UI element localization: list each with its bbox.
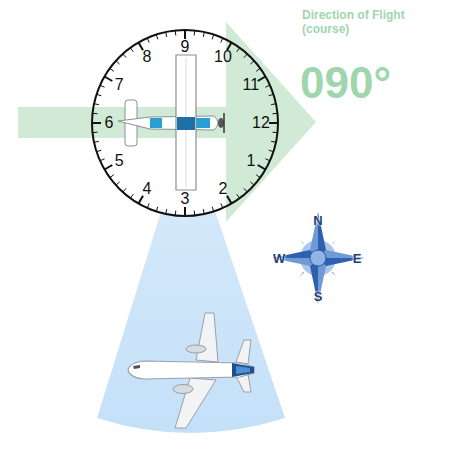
clock-number: 1 bbox=[246, 152, 255, 170]
clock-tick bbox=[94, 141, 99, 142]
clock-tick bbox=[130, 194, 133, 198]
clock-tick bbox=[256, 68, 260, 71]
clock-number: 3 bbox=[181, 190, 190, 208]
clock-tick bbox=[212, 35, 214, 40]
clock-tick bbox=[92, 122, 101, 124]
course-value: 090° bbox=[300, 58, 391, 108]
clock-tick bbox=[130, 48, 133, 52]
compass-letter: S bbox=[314, 289, 323, 304]
clock-tick bbox=[110, 175, 114, 178]
clock-tick bbox=[156, 35, 158, 40]
course-arrow bbox=[18, 22, 316, 222]
clock-number: 12 bbox=[252, 114, 270, 132]
clock-tick bbox=[123, 188, 126, 192]
clock-tick bbox=[203, 209, 204, 214]
clock-tick bbox=[147, 203, 149, 208]
clock-tick bbox=[273, 113, 278, 115]
clock-tick bbox=[100, 159, 105, 161]
clock-tick bbox=[221, 38, 223, 43]
clock-tick bbox=[116, 182, 120, 185]
clock-tick bbox=[265, 159, 270, 161]
clock-tick bbox=[271, 141, 276, 142]
clock-tick bbox=[212, 207, 214, 212]
clock-number: 7 bbox=[115, 76, 124, 94]
clock-tick bbox=[256, 175, 260, 178]
clock-tick bbox=[237, 48, 240, 52]
clock-number: 5 bbox=[115, 152, 124, 170]
clock-tick bbox=[184, 207, 186, 216]
clock-tick bbox=[258, 165, 266, 170]
small-aircraft bbox=[118, 55, 224, 190]
clock-tick bbox=[97, 150, 102, 152]
clock-tick bbox=[184, 30, 186, 39]
clock-tick bbox=[97, 94, 102, 96]
clock-tick bbox=[203, 32, 204, 37]
clock-tick bbox=[265, 85, 270, 87]
clock-tick bbox=[93, 132, 98, 134]
clock-tick bbox=[269, 122, 278, 124]
clock-ring bbox=[92, 30, 278, 216]
clock-tick bbox=[156, 207, 158, 212]
clock-tick bbox=[194, 211, 196, 216]
clock-tick bbox=[110, 68, 114, 71]
heading-label: Direction of Flight (course) bbox=[302, 8, 452, 36]
clock-tick bbox=[139, 196, 144, 204]
clock-tick bbox=[147, 38, 149, 43]
clock-tick bbox=[105, 165, 113, 170]
clock-number: 9 bbox=[181, 38, 190, 56]
compass-letter: N bbox=[313, 213, 322, 228]
clock-number: 8 bbox=[143, 48, 152, 66]
clock-tick bbox=[250, 182, 254, 185]
clock-tick bbox=[244, 188, 247, 192]
clock-tick bbox=[250, 61, 254, 64]
clock-tick bbox=[123, 54, 126, 58]
clock-tick bbox=[244, 54, 247, 58]
compass-letter: E bbox=[353, 251, 362, 266]
clock-tick bbox=[94, 104, 99, 105]
compass-letter: W bbox=[273, 251, 285, 266]
clock-tick bbox=[93, 113, 98, 115]
clock-tick bbox=[227, 196, 232, 204]
clock-ticks bbox=[92, 30, 278, 216]
clock-tick bbox=[269, 94, 274, 96]
clock-tick bbox=[139, 43, 144, 51]
clock-number: 4 bbox=[143, 180, 152, 198]
clock-tick bbox=[175, 31, 177, 36]
clock-number: 11 bbox=[243, 76, 260, 94]
clock-tick bbox=[166, 32, 167, 37]
clock-number: 2 bbox=[219, 180, 228, 198]
clock-tick bbox=[237, 194, 240, 198]
clock-number: 6 bbox=[105, 114, 114, 132]
clock-tick bbox=[116, 61, 120, 64]
clock-tick bbox=[175, 211, 177, 216]
clock-tick bbox=[105, 77, 113, 82]
clock-tick bbox=[269, 150, 274, 152]
airliner bbox=[128, 313, 254, 428]
clock-tick bbox=[221, 203, 223, 208]
compass-rose bbox=[272, 212, 364, 304]
clock-tick bbox=[100, 85, 105, 87]
clock-tick bbox=[273, 132, 278, 134]
clock-number: 10 bbox=[214, 48, 232, 66]
clock-tick bbox=[194, 31, 196, 36]
clock-tick bbox=[166, 209, 167, 214]
clock-tick bbox=[271, 104, 276, 105]
